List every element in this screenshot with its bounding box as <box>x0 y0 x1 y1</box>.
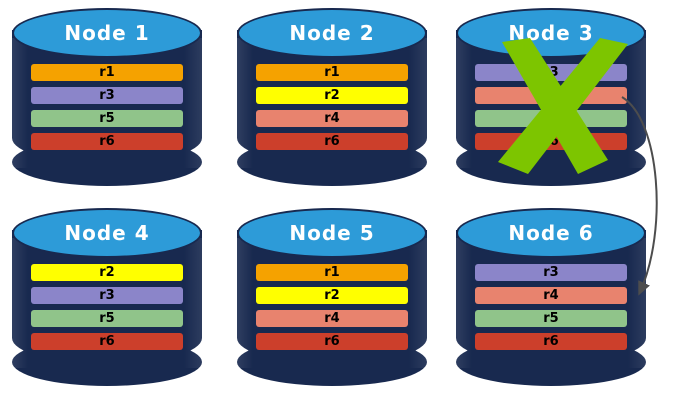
cylinder-top <box>237 208 427 258</box>
record-list: r2 r3 r5 r6 <box>31 264 183 356</box>
record-bar[interactable]: r6 <box>31 133 183 150</box>
record-bar[interactable]: r5 <box>475 110 627 127</box>
record-bar[interactable]: r4 <box>475 87 627 104</box>
record-bar[interactable]: r4 <box>256 310 408 327</box>
record-bar[interactable]: r6 <box>256 133 408 150</box>
node-title: Node 1 <box>64 21 150 45</box>
record-bar[interactable]: r5 <box>475 310 627 327</box>
record-bar[interactable]: r5 <box>31 310 183 327</box>
node-1[interactable]: Node 1 r1 r3 r5 r6 <box>12 8 202 186</box>
node-title: Node 5 <box>289 221 375 245</box>
record-bar[interactable]: r2 <box>31 264 183 281</box>
node-title: Node 3 <box>508 21 594 45</box>
node-4[interactable]: Node 4 r2 r3 r5 r6 <box>12 208 202 386</box>
record-list: r3 r4 r5 r6 <box>475 64 627 156</box>
record-bar[interactable]: r3 <box>475 64 627 81</box>
cylinder-top <box>456 208 646 258</box>
node-title: Node 2 <box>289 21 375 45</box>
cylinder-top <box>237 8 427 58</box>
record-bar[interactable]: r2 <box>256 87 408 104</box>
record-bar[interactable]: r6 <box>31 333 183 350</box>
record-list: r1 r2 r4 r6 <box>256 64 408 156</box>
node-2[interactable]: Node 2 r1 r2 r4 r6 <box>237 8 427 186</box>
record-bar[interactable]: r1 <box>31 64 183 81</box>
record-list: r1 r3 r5 r6 <box>31 64 183 156</box>
node-title: Node 4 <box>64 221 150 245</box>
cylinder-top <box>12 208 202 258</box>
node-6[interactable]: Node 6 r3 r4 r5 r6 <box>456 208 646 386</box>
record-bar[interactable]: r2 <box>256 287 408 304</box>
record-bar[interactable]: r6 <box>475 333 627 350</box>
record-bar[interactable]: r3 <box>475 264 627 281</box>
record-bar[interactable]: r3 <box>31 87 183 104</box>
node-5[interactable]: Node 5 r1 r2 r4 r6 <box>237 208 427 386</box>
cylinder-top <box>12 8 202 58</box>
record-bar[interactable]: r4 <box>256 110 408 127</box>
node-3[interactable]: Node 3 r3 r4 r5 r6 <box>456 8 646 186</box>
record-bar[interactable]: r3 <box>31 287 183 304</box>
record-bar[interactable]: r4 <box>475 287 627 304</box>
node-title: Node 6 <box>508 221 594 245</box>
record-list: r3 r4 r5 r6 <box>475 264 627 356</box>
record-bar[interactable]: r1 <box>256 264 408 281</box>
record-bar[interactable]: r6 <box>475 133 627 150</box>
record-bar[interactable]: r5 <box>31 110 183 127</box>
record-bar[interactable]: r1 <box>256 64 408 81</box>
record-bar[interactable]: r6 <box>256 333 408 350</box>
record-list: r1 r2 r4 r6 <box>256 264 408 356</box>
